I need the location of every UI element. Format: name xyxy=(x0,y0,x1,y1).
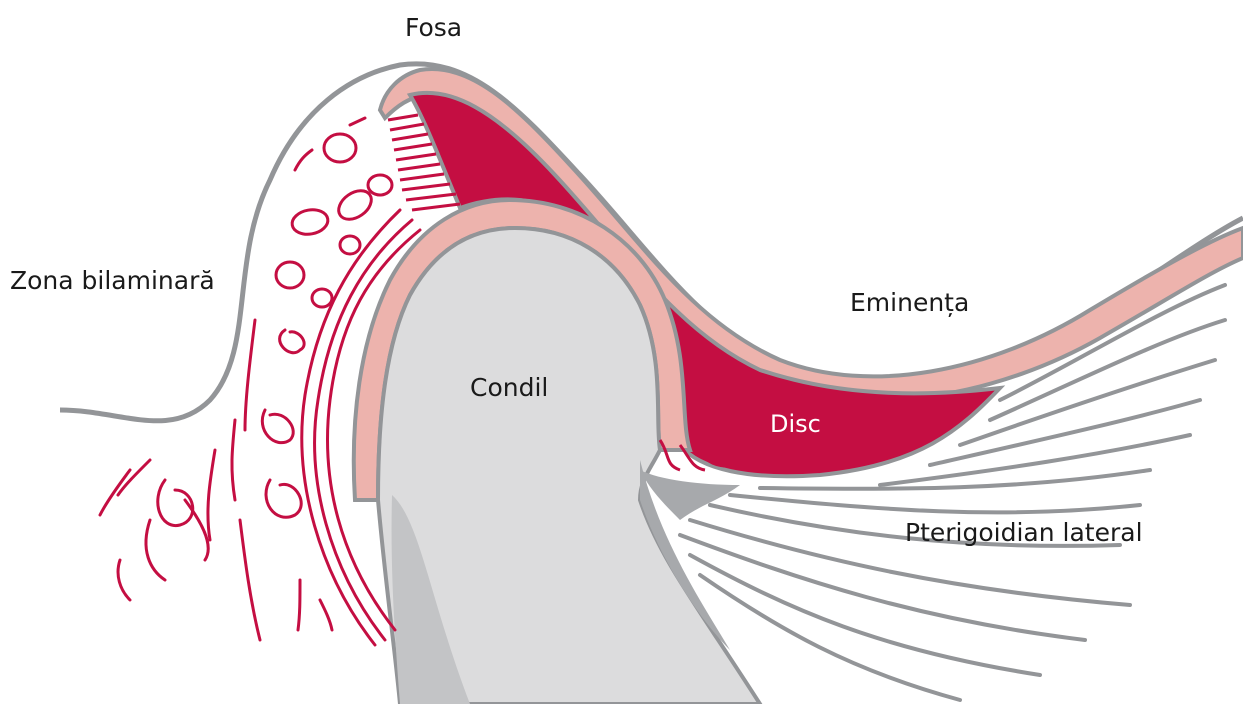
fossa-label: Fosa xyxy=(405,15,462,40)
eminence-label: Eminența xyxy=(850,290,969,315)
bilaminar-zone-label: Zona bilaminară xyxy=(10,268,215,293)
disc-label: Disc xyxy=(770,412,821,436)
condyle-label: Condil xyxy=(470,375,548,400)
lateral-pterygoid-label: Pterigoidian lateral xyxy=(905,520,1143,545)
lateral-pterygoid-muscle xyxy=(680,285,1225,700)
